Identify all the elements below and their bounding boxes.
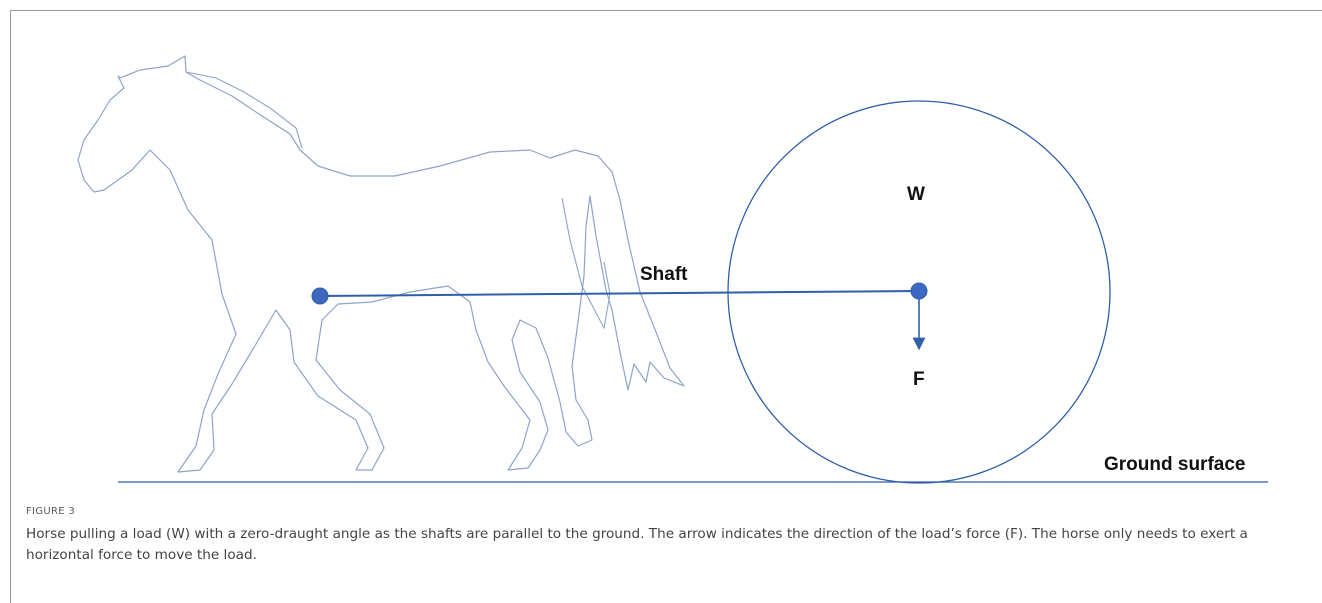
horse-outline (77, 55, 685, 473)
figure-frame (10, 10, 1322, 603)
horse-attachment-point (311, 287, 329, 305)
load-center-point (910, 282, 928, 300)
figure-caption: Horse pulling a load (W) with a zero-dra… (26, 526, 1248, 563)
horse-tail (561, 197, 611, 330)
figure-diagram: Shaft W F Ground surface (77, 55, 1268, 484)
shaft-label: Shaft (640, 264, 688, 285)
force-label: F (913, 369, 925, 390)
figure-label: FIGURE 3 (26, 506, 75, 517)
weight-label: W (907, 184, 925, 205)
horse-mane (185, 71, 303, 149)
shaft-line (319, 290, 920, 297)
ground-label: Ground surface (1104, 454, 1245, 475)
